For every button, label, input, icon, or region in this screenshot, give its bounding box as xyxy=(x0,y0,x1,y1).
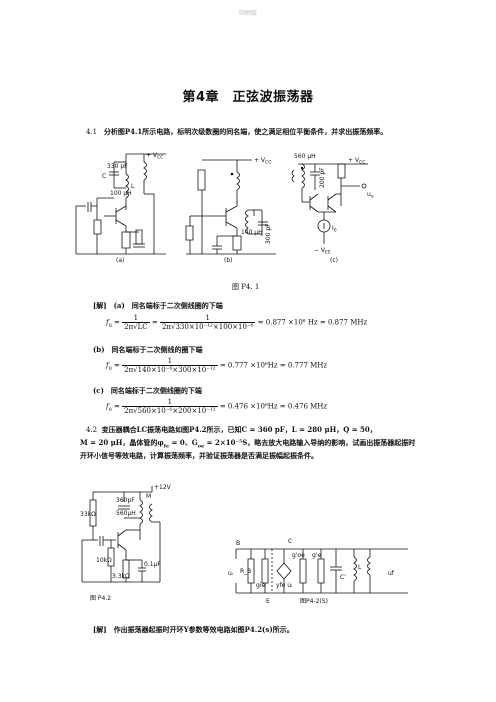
solution-c-heading: (c) 同名端标于二次侧线圈的下端 xyxy=(93,386,202,395)
goe-label: g'oe xyxy=(292,552,305,559)
circuit-figure-a: + VCC C L 330 pF 100 μH (a) xyxy=(74,152,174,264)
gie-label: gie xyxy=(256,582,265,589)
ind-value-b: 140 μH xyxy=(241,229,263,236)
input-voltage-label: u̇ᵢ xyxy=(228,570,233,577)
watermark: 印刷版 xyxy=(238,10,257,17)
node-e-label: E xyxy=(266,598,270,605)
cap-value-c: 200 pF xyxy=(319,167,326,188)
equivalent-circuit-p4-2s: B C E u̇ᵢ u̇f R_B gie yfe u̇ᵢ g'oe g'e C… xyxy=(228,538,428,605)
l-label-a: L xyxy=(131,183,135,190)
rb-label: R_B xyxy=(240,568,251,575)
c-label-p4-2: 360pF xyxy=(116,497,135,504)
fig-label-a: (a) xyxy=(116,257,124,264)
l-eq-label: L xyxy=(358,564,362,571)
r1-label: 33kΩ xyxy=(80,511,96,518)
solution-a-heading: [解] (a) 同名端标于二次侧线圈的下端 xyxy=(93,301,223,310)
ind-value-a: 100 μH xyxy=(110,190,132,197)
question-text: 分析图P4.1所示电路，标明次级数圈的同名端，使之满足相位平衡条件，并求出振荡频… xyxy=(103,127,388,136)
current-source-label: I0 xyxy=(332,225,337,234)
r2-label: 10kΩ xyxy=(96,557,112,564)
vcc-label-c: + VCC xyxy=(348,157,365,166)
m-label-p4-2: M xyxy=(146,493,151,500)
cap-value-a: 330 pF xyxy=(107,163,128,170)
ce-label: 0.1μF xyxy=(144,561,161,568)
l-label-p4-2: 560μH xyxy=(116,510,136,517)
r3-label: 3.3kΩ xyxy=(112,573,130,580)
fig-label-b: (b) xyxy=(224,257,233,264)
chapter-title: 第4章 正弦波振荡器 xyxy=(182,90,314,105)
yfe-label: yfe u̇ᵢ xyxy=(276,582,292,589)
figure-caption-p4-2: 图 P4.2 xyxy=(90,595,111,602)
circuit-figure-p4-2: +12V 33kΩ 360pF 560μH M 10kΩ 3.3kΩ 0.1μF… xyxy=(80,484,172,602)
vee-label: − VEE xyxy=(314,247,331,256)
node-c-label: C xyxy=(288,538,292,545)
question-4-2-line2: M = 20 μH，晶体管的φfe = 0、Goe = 2×10⁻⁵S，略去放大… xyxy=(80,438,416,450)
solution-4-2-text: [解] 作出振荡器起振时开环Y参数等效电路如图P4.2(s)所示。 xyxy=(93,625,294,634)
cp-label: C' xyxy=(340,574,346,581)
circuit-figure-c: 560 μH 200 pF + VCC uo I0 − VEE (c) xyxy=(288,153,374,264)
ind-value-c: 560 μH xyxy=(294,153,316,160)
vcc-label-p4-2: +12V xyxy=(154,484,172,491)
output-label-c: uo xyxy=(367,191,374,200)
circuit-figure-b: + VCC 140 μH 300 pF (b) xyxy=(182,157,280,264)
question-number: 4.1 xyxy=(86,128,98,136)
vcc-label-a: + VCC xyxy=(146,152,163,161)
question-4-2-line1: 4.2 变压器耦合LC振荡电路如图P4.2所示，已知C = 360 pF，L =… xyxy=(86,425,377,434)
vcc-label-b: + VCC xyxy=(254,157,271,166)
feedback-voltage-label: u̇f xyxy=(388,570,395,577)
question-4-2-line3: 开环小信号等效电路，计算振荡频率，并验证振荡器是否满足振幅起振条件。 xyxy=(80,451,318,460)
node-b-label: B xyxy=(236,540,240,547)
equivalent-circuit-caption: 图P4-2(S) xyxy=(300,598,328,605)
question-4-1: 4.1 分析图P4.1所示电路，标明次级数圈的同名端，使之满足相位平衡条件，并求… xyxy=(86,127,387,137)
cap-value-b: 300 pF xyxy=(265,223,272,244)
figure-caption-p4-1: 图 P4. 1 xyxy=(232,283,260,291)
solution-b-heading: (b) 同名端标于二次侧线的圈下端 xyxy=(93,345,203,354)
fig-label-c: (c) xyxy=(330,257,338,264)
c-label-a: C xyxy=(102,173,106,180)
ge-label: g'e xyxy=(312,552,321,559)
